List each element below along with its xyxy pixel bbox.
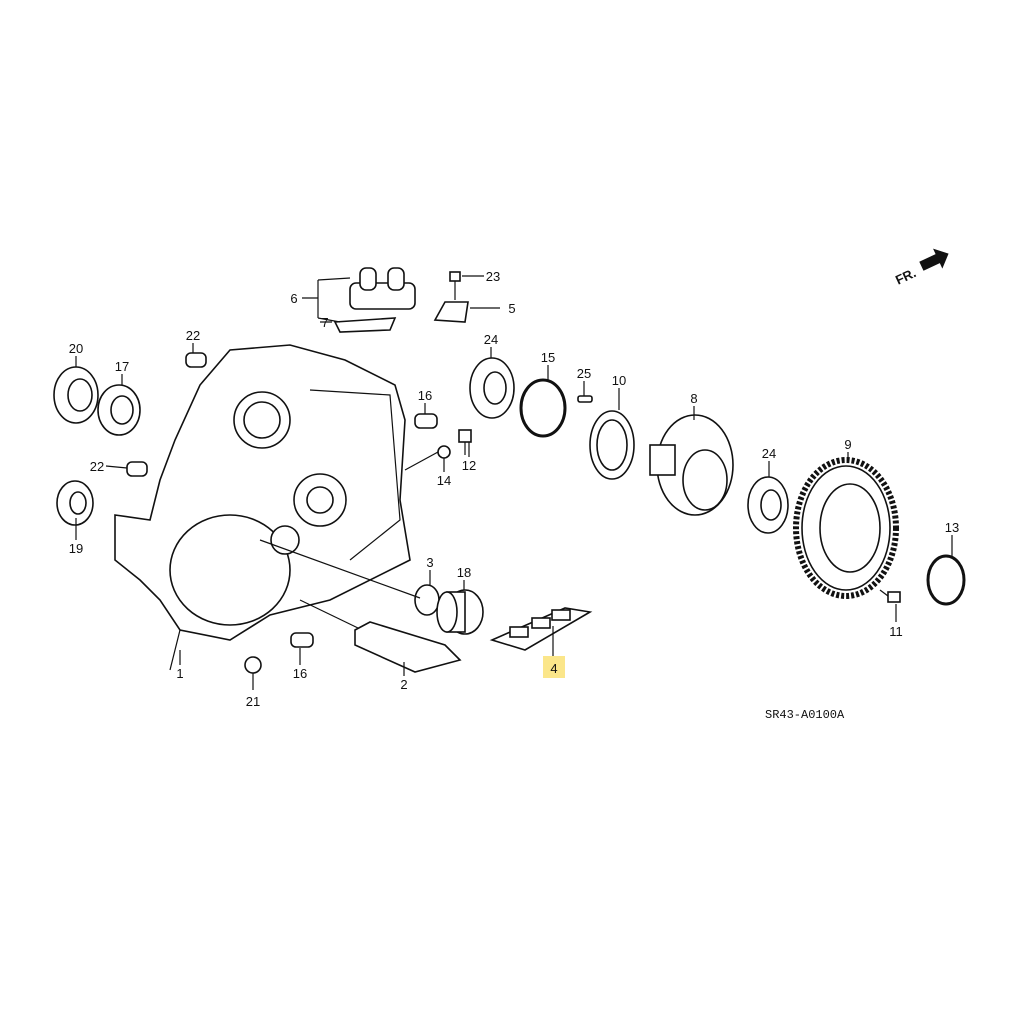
differential-assembly-8[interactable] <box>649 414 734 516</box>
callout-22a[interactable]: 22 <box>186 328 200 343</box>
highlight-box <box>543 656 565 678</box>
callout-24b[interactable]: 24 <box>762 446 776 461</box>
callout-17[interactable]: 17 <box>115 359 129 374</box>
callout-16b[interactable]: 16 <box>293 666 307 681</box>
callout-3[interactable]: 3 <box>426 555 433 570</box>
oil-gutter-2[interactable] <box>299 599 462 673</box>
callout-1[interactable]: 1 <box>176 666 183 681</box>
oil-seal-20[interactable] <box>53 366 99 424</box>
gasket-7[interactable] <box>333 317 397 333</box>
callout-23[interactable]: 23 <box>486 269 500 284</box>
dowel-pin-16a[interactable] <box>414 413 438 429</box>
callout-12[interactable]: 12 <box>462 458 476 473</box>
front-direction-indicator: FR. <box>893 248 949 288</box>
bearing-24b[interactable] <box>747 476 789 534</box>
callout-15[interactable]: 15 <box>541 350 555 365</box>
callout-9[interactable]: 9 <box>844 437 851 452</box>
front-label: FR. <box>893 265 918 287</box>
callout-10[interactable]: 10 <box>612 373 626 388</box>
callout-24a[interactable]: 24 <box>484 332 498 347</box>
callout-6[interactable]: 6 <box>290 291 297 306</box>
callout-13[interactable]: 13 <box>945 520 959 535</box>
callout-4[interactable]: 4 <box>550 661 557 676</box>
bolt-11[interactable] <box>879 589 901 603</box>
callout-8[interactable]: 8 <box>690 391 697 406</box>
callout-2[interactable]: 2 <box>400 677 407 692</box>
callout-20[interactable]: 20 <box>69 341 83 356</box>
pin-25[interactable] <box>577 395 593 403</box>
front-arrow-icon <box>919 248 949 271</box>
bearing-24a[interactable] <box>469 357 515 419</box>
dowel-pin-22b[interactable] <box>126 461 148 477</box>
oil-seal-19[interactable] <box>56 480 94 526</box>
washer-14[interactable] <box>404 445 451 471</box>
callout-5[interactable]: 5 <box>508 301 515 316</box>
solenoid-assembly-6[interactable] <box>349 267 416 310</box>
transmission-case-part[interactable] <box>114 344 411 671</box>
callout-18[interactable]: 18 <box>457 565 471 580</box>
dowel-pin-22a[interactable] <box>185 352 207 368</box>
callout-16a[interactable]: 16 <box>418 388 432 403</box>
washer-3[interactable] <box>259 539 440 616</box>
callout-22b[interactable]: 22 <box>90 459 104 474</box>
snap-ring-15[interactable] <box>519 378 567 438</box>
bearing-17[interactable] <box>97 384 141 436</box>
bearing-18[interactable] <box>436 589 484 635</box>
final-driven-gear-9[interactable] <box>793 457 899 599</box>
shim-10[interactable] <box>589 410 635 480</box>
snap-ring-13[interactable] <box>926 554 966 606</box>
dowel-pin-16b[interactable] <box>290 632 314 648</box>
diagram-code: SR43-A0100A <box>765 708 845 722</box>
nut-21[interactable] <box>244 656 262 674</box>
magnet-plate-4[interactable] <box>489 607 593 651</box>
bolt-12[interactable] <box>458 429 472 455</box>
callout-19[interactable]: 19 <box>69 541 83 556</box>
bracket-5[interactable] <box>433 301 500 323</box>
callout-25[interactable]: 25 <box>577 366 591 381</box>
callout-14[interactable]: 14 <box>437 473 451 488</box>
bolt-23[interactable] <box>449 271 480 300</box>
callout-21[interactable]: 21 <box>246 694 260 709</box>
callout-7[interactable]: 7 <box>321 315 328 330</box>
callout-11[interactable]: 11 <box>889 624 903 639</box>
